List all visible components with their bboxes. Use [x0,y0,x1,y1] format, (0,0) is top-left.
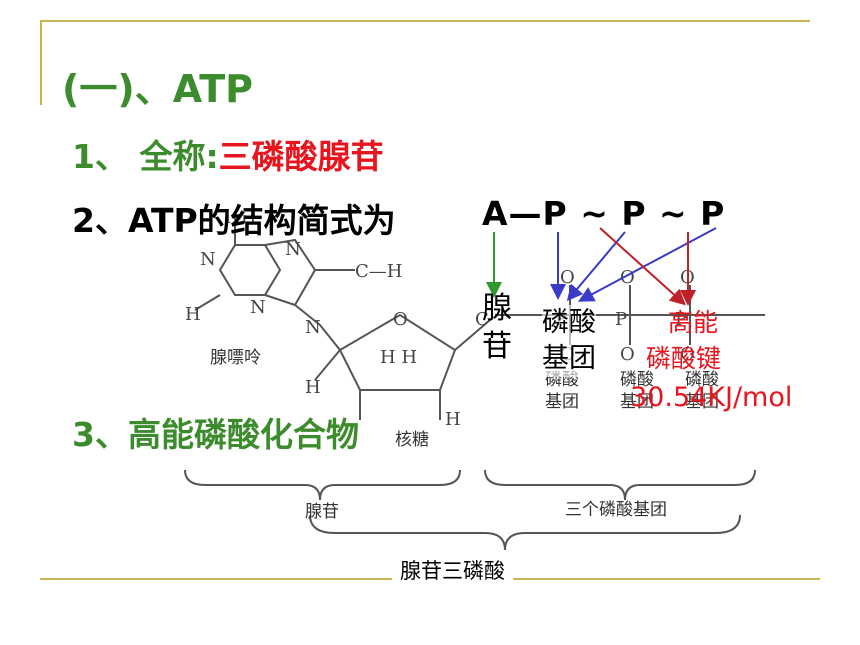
phosphate-label: 磷酸 基团 [542,305,596,377]
svg-text:O: O [620,267,635,288]
frame-left-line [40,20,42,105]
adenosine-brace-label: 腺苷 [305,502,339,522]
item-2-text: 2、ATP的结构简式为 [72,201,396,240]
svg-text:H: H [445,409,461,430]
svg-text:N: N [200,249,216,270]
phosphate-label-line1: 磷酸 [542,307,596,338]
item-1-prefix: 1、 全称: [72,137,219,176]
svg-text:O: O [680,267,695,288]
phosphate-group-a-line2: 基团 [545,392,579,412]
atp-formula: A—P ~ P ~ P [482,194,726,233]
ribose-ring [338,313,457,391]
phosphate-group-b-line2: 基团 [620,392,654,412]
energy-value: 30.54KJ/mol [630,382,793,413]
high-energy-label: 高能 磷酸键 [646,305,721,377]
item-3-text: 3、高能磷酸化合物 [72,415,359,454]
atp-brace [309,514,741,551]
adenosine-brace [184,469,461,501]
svg-text:O: O [393,309,408,330]
three-phosphates-label: 三个磷酸基团 [565,500,667,520]
svg-text:C: C [475,309,489,330]
atp-structure-diagram: NH N N N H C—H N O H H H H C O O O O O O… [184,215,765,551]
ribose-label: 核糖 [395,430,429,450]
svg-text:NH: NH [225,215,256,228]
bottom-caption: 腺苷三磷酸 [392,555,513,585]
phosphate-group-c-line1: 磷酸 [685,370,719,390]
section-title: (一)、ATP [62,67,253,111]
svg-text:O: O [620,344,635,365]
svg-text:C—H: C—H [355,261,402,282]
high-energy-label-line2: 磷酸键 [646,344,722,373]
adenosine-label-line1: 腺 [482,291,512,326]
purine-ring [218,244,282,296]
svg-text:P: P [615,309,627,330]
adenosine-label-line2: 苷 [482,329,512,364]
frame-top-line [40,20,810,22]
svg-text:P: P [675,309,687,330]
svg-text:N: N [285,239,301,260]
svg-text:N: N [305,317,321,338]
adenosine-label: 腺 苷 [482,290,512,366]
purine-label: 腺嘌呤 [210,348,261,368]
svg-text:O: O [560,267,575,288]
phosphate-group-c-line2: 基团 [685,392,719,412]
item-1: 1、 全称:三磷酸腺苷 [72,130,384,178]
phosphate-group-b-line1: 磷酸 [620,370,654,390]
phosphate-label-line2: 基团 [542,343,596,374]
svg-text:N: N [250,297,266,318]
svg-text:H: H [305,377,321,398]
svg-text:O: O [680,344,695,365]
svg-text:H: H [185,304,201,325]
svg-text:H H: H H [380,347,417,368]
item-1-value: 三磷酸腺苷 [218,137,384,176]
phosphates-brace [484,469,756,501]
high-energy-label-line1: 高能 [668,308,719,337]
